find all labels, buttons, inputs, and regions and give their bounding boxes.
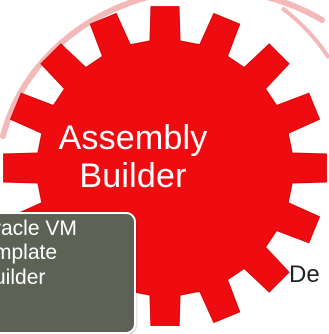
background-ring-right [280, 6, 329, 60]
gear-label-line-2: Builder [79, 157, 187, 195]
ovm-box-line-2: mplate [0, 241, 58, 264]
ovm-box-line-3: uilder [0, 266, 46, 289]
gear-label-line-1: Assembly [58, 119, 208, 157]
oracle-vm-template-builder-box: racle VM mplate uilder [0, 212, 136, 334]
ovm-box-line-1: racle VM [0, 217, 77, 240]
side-label: De [289, 261, 320, 288]
gear-label: Assembly Builder [48, 119, 218, 195]
background-ring [0, 0, 325, 139]
